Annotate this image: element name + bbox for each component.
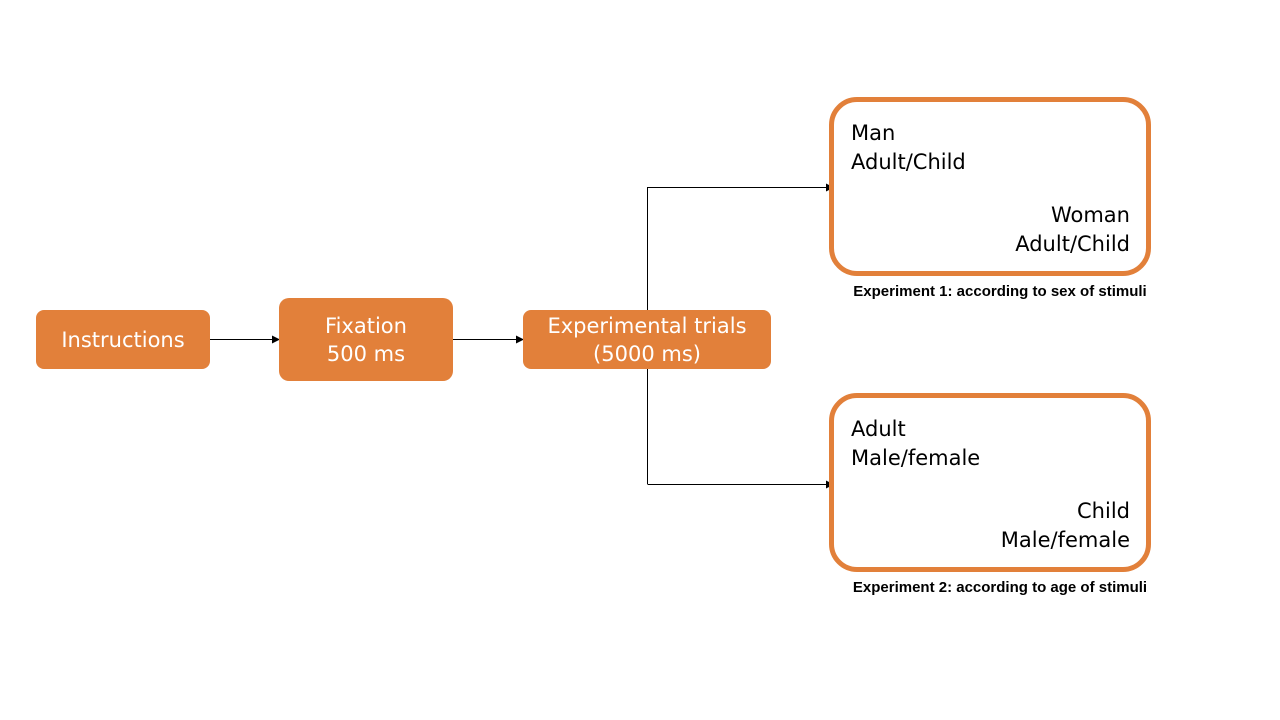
experiment-2-box: Adult Male/female Child Male/female	[829, 393, 1151, 572]
experiment-1-category-man: Man	[851, 121, 896, 145]
experiment-1-man-subcategory: Adult/Child	[851, 150, 966, 174]
experiment-2-bottom-right-group: Child Male/female	[1001, 497, 1130, 555]
experiment-1-woman-subcategory: Adult/Child	[1015, 232, 1130, 256]
experiment-1-category-woman: Woman	[1050, 203, 1130, 227]
experiment-2-caption: Experiment 2: according to age of stimul…	[852, 579, 1148, 596]
experimental-trials-label: Experimental trials	[547, 313, 747, 338]
experiment-1-top-left-group: Man Adult/Child	[851, 119, 966, 177]
experimental-trials-step-box: Experimental trials (5000 ms)	[523, 310, 771, 369]
experiment-2-adult-subcategory: Male/female	[851, 446, 981, 470]
experimental-trials-duration: (5000 ms)	[593, 341, 701, 366]
experiment-2-top-left-group: Adult Male/female	[851, 415, 980, 473]
experiment-1-box: Man Adult/Child Woman Adult/Child	[829, 97, 1151, 276]
experiment-2-category-adult: Adult	[851, 417, 906, 441]
experiment-1-bottom-right-group: Woman Adult/Child	[1015, 201, 1130, 259]
fixation-label: Fixation	[325, 313, 407, 338]
instructions-step-box: Instructions	[36, 310, 210, 369]
fixation-step-box: Fixation 500 ms	[279, 298, 453, 381]
experiment-1-caption: Experiment 1: according to sex of stimul…	[853, 283, 1147, 300]
experiment-2-child-subcategory: Male/female	[1000, 528, 1130, 552]
experiment-2-category-child: Child	[1077, 499, 1130, 523]
instructions-label: Instructions	[61, 327, 185, 352]
fixation-duration: 500 ms	[326, 341, 406, 366]
